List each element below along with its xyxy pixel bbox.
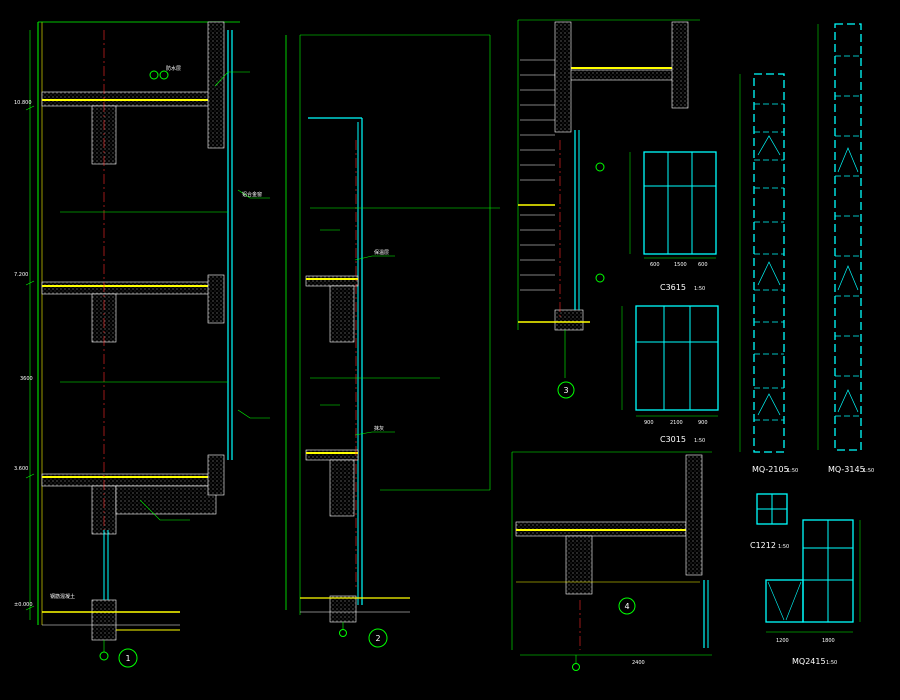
window-scale: 1:50 xyxy=(778,544,789,550)
window-label: C1212 xyxy=(750,541,776,550)
window-label: MQ-3145 xyxy=(828,465,865,474)
window-mq2415: MQ2415 1:50 xyxy=(765,519,861,666)
section-marker-1: 1 xyxy=(125,654,130,663)
dimension-text: 1500 xyxy=(674,262,687,268)
window-c3015: C3015 1:50 xyxy=(621,305,719,444)
window-scale: 1:50 xyxy=(787,468,798,474)
elevation-tag: 10.800 xyxy=(14,100,32,106)
wall-section-3: 3 xyxy=(517,19,700,399)
window-scale: 1:50 xyxy=(863,468,874,474)
section-marker-2: 2 xyxy=(375,634,380,643)
window-label: MQ-2105 xyxy=(752,465,789,474)
window-scale: 1:50 xyxy=(694,286,705,292)
window-label: C3615 xyxy=(660,283,686,292)
note-label: 保温层 xyxy=(374,249,389,256)
window-scale: 1:50 xyxy=(826,660,837,666)
dimension-text: 2400 xyxy=(632,660,645,666)
section-marker-3: 3 xyxy=(563,386,568,395)
dimension-text: 1200 xyxy=(776,638,789,644)
dimension-text: 900 xyxy=(698,420,708,426)
dimension-text: 3600 xyxy=(20,376,33,382)
dimension-texts: 600 1500 600 900 2100 900 1200 1800 2400… xyxy=(20,262,835,666)
wall-section-2: 2 保温层 抹灰 xyxy=(285,34,500,648)
elevation-tag: 7.200 xyxy=(14,272,28,278)
dimension-text: 600 xyxy=(698,262,708,268)
window-scale: 1:50 xyxy=(694,438,705,444)
window-c3615: C3615 1:50 xyxy=(629,151,717,292)
dimension-text: 900 xyxy=(644,420,654,426)
dimension-text: 600 xyxy=(650,262,660,268)
wall-section-1: 1 10.800 7.200 3.600 ±0.000 铝合金窗 防水层 钢筋混… xyxy=(14,21,270,668)
window-label: C3015 xyxy=(660,435,686,444)
window-mq-2105: MQ-2105 1:50 xyxy=(739,73,798,474)
wall-section-4: 4 xyxy=(511,451,712,671)
section-marker-4: 4 xyxy=(624,602,629,611)
elevation-tag: 3.600 xyxy=(14,466,28,472)
note-label: 抹灰 xyxy=(374,425,384,432)
note-label: 钢筋混凝土 xyxy=(50,593,75,600)
note-label: 铝合金窗 xyxy=(242,191,262,198)
window-c1212: C1212 1:50 xyxy=(750,493,789,550)
note-label: 防水层 xyxy=(166,65,181,72)
dimension-text: 1800 xyxy=(822,638,835,644)
window-mq-3145: MQ-3145 1:50 xyxy=(817,23,874,474)
elevation-tag: ±0.000 xyxy=(14,602,33,608)
dimension-text: 2100 xyxy=(670,420,683,426)
window-label: MQ2415 xyxy=(792,657,826,666)
